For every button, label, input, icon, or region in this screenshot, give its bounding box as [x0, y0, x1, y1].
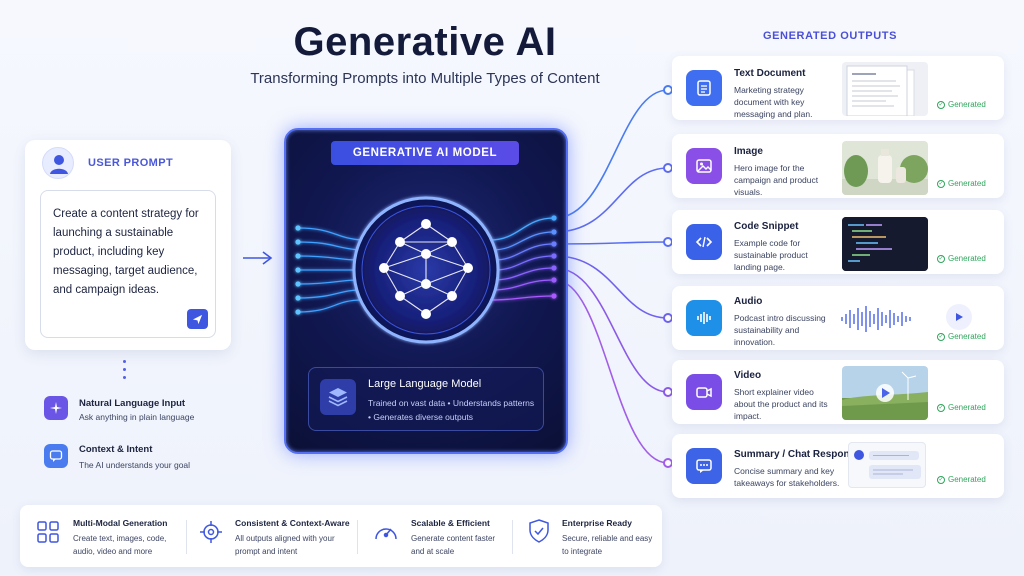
page-title: Generative AI [293, 20, 557, 64]
document-preview-thumbnail [842, 62, 928, 116]
output-desc: Hero image for the campaign and product … [734, 163, 819, 197]
output-card-code[interactable] [672, 210, 1004, 274]
bottom-feature-title: Multi-Modal Generation [73, 518, 168, 528]
connector-image [554, 167, 669, 233]
bottom-feature-title: Scalable & Efficient [411, 518, 490, 528]
output-title: Video [734, 370, 762, 381]
feature-title: Context & Intent [79, 444, 153, 455]
code-editor-thumbnail [842, 217, 928, 271]
play-button[interactable] [946, 304, 972, 330]
page-subtitle: Transforming Prompts into Multiple Types… [250, 70, 600, 87]
connector-code [554, 241, 669, 245]
video-icon [686, 374, 722, 410]
speedometer-icon [373, 520, 399, 549]
outputs-heading: GENERATED OUTPUTS [762, 30, 898, 42]
output-lines [489, 217, 555, 301]
user-icon [42, 147, 74, 179]
bottom-feature-desc: Create text, images, code, audio, video … [73, 534, 167, 556]
bottom-feature-title: Enterprise Ready [562, 518, 632, 528]
document-icon [686, 70, 722, 106]
input-arrow [243, 251, 273, 265]
user-prompt-label: USER PROMPT [88, 157, 174, 169]
chat-preview-thumbnail [848, 442, 926, 488]
status-generated: ✓Generated [937, 403, 986, 412]
output-desc: Concise summary and key takeaways for st… [734, 466, 840, 488]
send-button[interactable] [187, 309, 208, 329]
output-title: Summary / Chat Response [734, 449, 861, 460]
output-card-video[interactable] [672, 360, 1004, 424]
output-desc: Short explainer video about the product … [734, 387, 828, 421]
output-connectors [554, 89, 669, 464]
audio-wave-icon [686, 300, 722, 336]
output-title: Text Document [734, 68, 806, 79]
output-desc: Example code for sustainable product lan… [734, 238, 808, 272]
features-bar [20, 505, 662, 567]
divider [512, 520, 513, 554]
separator-dots [123, 360, 129, 384]
wind-turbine-video-thumbnail [842, 366, 928, 420]
status-generated: ✓Generated [937, 475, 986, 484]
output-title: Code Snippet [734, 221, 799, 232]
status-generated: ✓Generated [937, 332, 986, 341]
status-generated: ✓Generated [937, 179, 986, 188]
output-desc: Marketing strategy document with key mes… [734, 85, 813, 119]
code-icon [686, 224, 722, 260]
llm-title: Large Language Model [368, 378, 482, 390]
output-card-image[interactable] [672, 134, 1004, 198]
feature-desc: The AI understands your goal [79, 460, 191, 470]
output-connector-nodes [663, 85, 673, 468]
chat-icon [44, 444, 68, 468]
output-title: Image [734, 146, 763, 157]
input-lines [297, 227, 363, 313]
image-icon [686, 148, 722, 184]
send-icon [192, 314, 203, 324]
grid-icon [36, 520, 60, 549]
divider [186, 520, 187, 554]
status-generated: ✓Generated [937, 254, 986, 263]
feature-title: Natural Language Input [79, 398, 186, 409]
target-icon [199, 520, 223, 549]
feature-desc: Ask anything in plain language [79, 412, 195, 422]
output-dots [551, 215, 557, 299]
status-generated: ✓Generated [937, 100, 986, 109]
output-card-summary[interactable] [672, 434, 1004, 498]
bottom-feature-desc: All outputs aligned with your prompt and… [235, 534, 335, 556]
product-photo-thumbnail [842, 141, 928, 195]
output-title: Audio [734, 296, 763, 307]
bottom-feature-desc: Generate content faster and at scale [411, 534, 496, 556]
output-desc: Podcast intro discussing sustainability … [734, 313, 826, 347]
bottom-feature-title: Consistent & Context-Aware [235, 518, 350, 528]
model-badge: GENERATIVE AI MODEL [331, 141, 519, 165]
llm-desc: Trained on vast data • Understands patte… [368, 398, 535, 422]
input-dots [295, 225, 301, 315]
chat-bubble-icon [686, 448, 722, 484]
output-card-text-document[interactable] [672, 56, 1004, 120]
connector-summary [554, 279, 669, 464]
bottom-feature-desc: Secure, reliable and easy to integrate [562, 534, 653, 556]
sparkle-icon [44, 396, 68, 420]
connector-audio [554, 255, 669, 319]
neural-core [295, 196, 557, 344]
layers-icon [320, 379, 356, 415]
divider [357, 520, 358, 554]
waveform-thumbnail [838, 292, 948, 346]
play-icon [956, 313, 963, 321]
prompt-input[interactable]: Create a content strategy for launching … [40, 190, 216, 338]
shield-check-icon [527, 518, 551, 549]
connector-video [554, 267, 669, 393]
connector-text-document [554, 89, 669, 219]
